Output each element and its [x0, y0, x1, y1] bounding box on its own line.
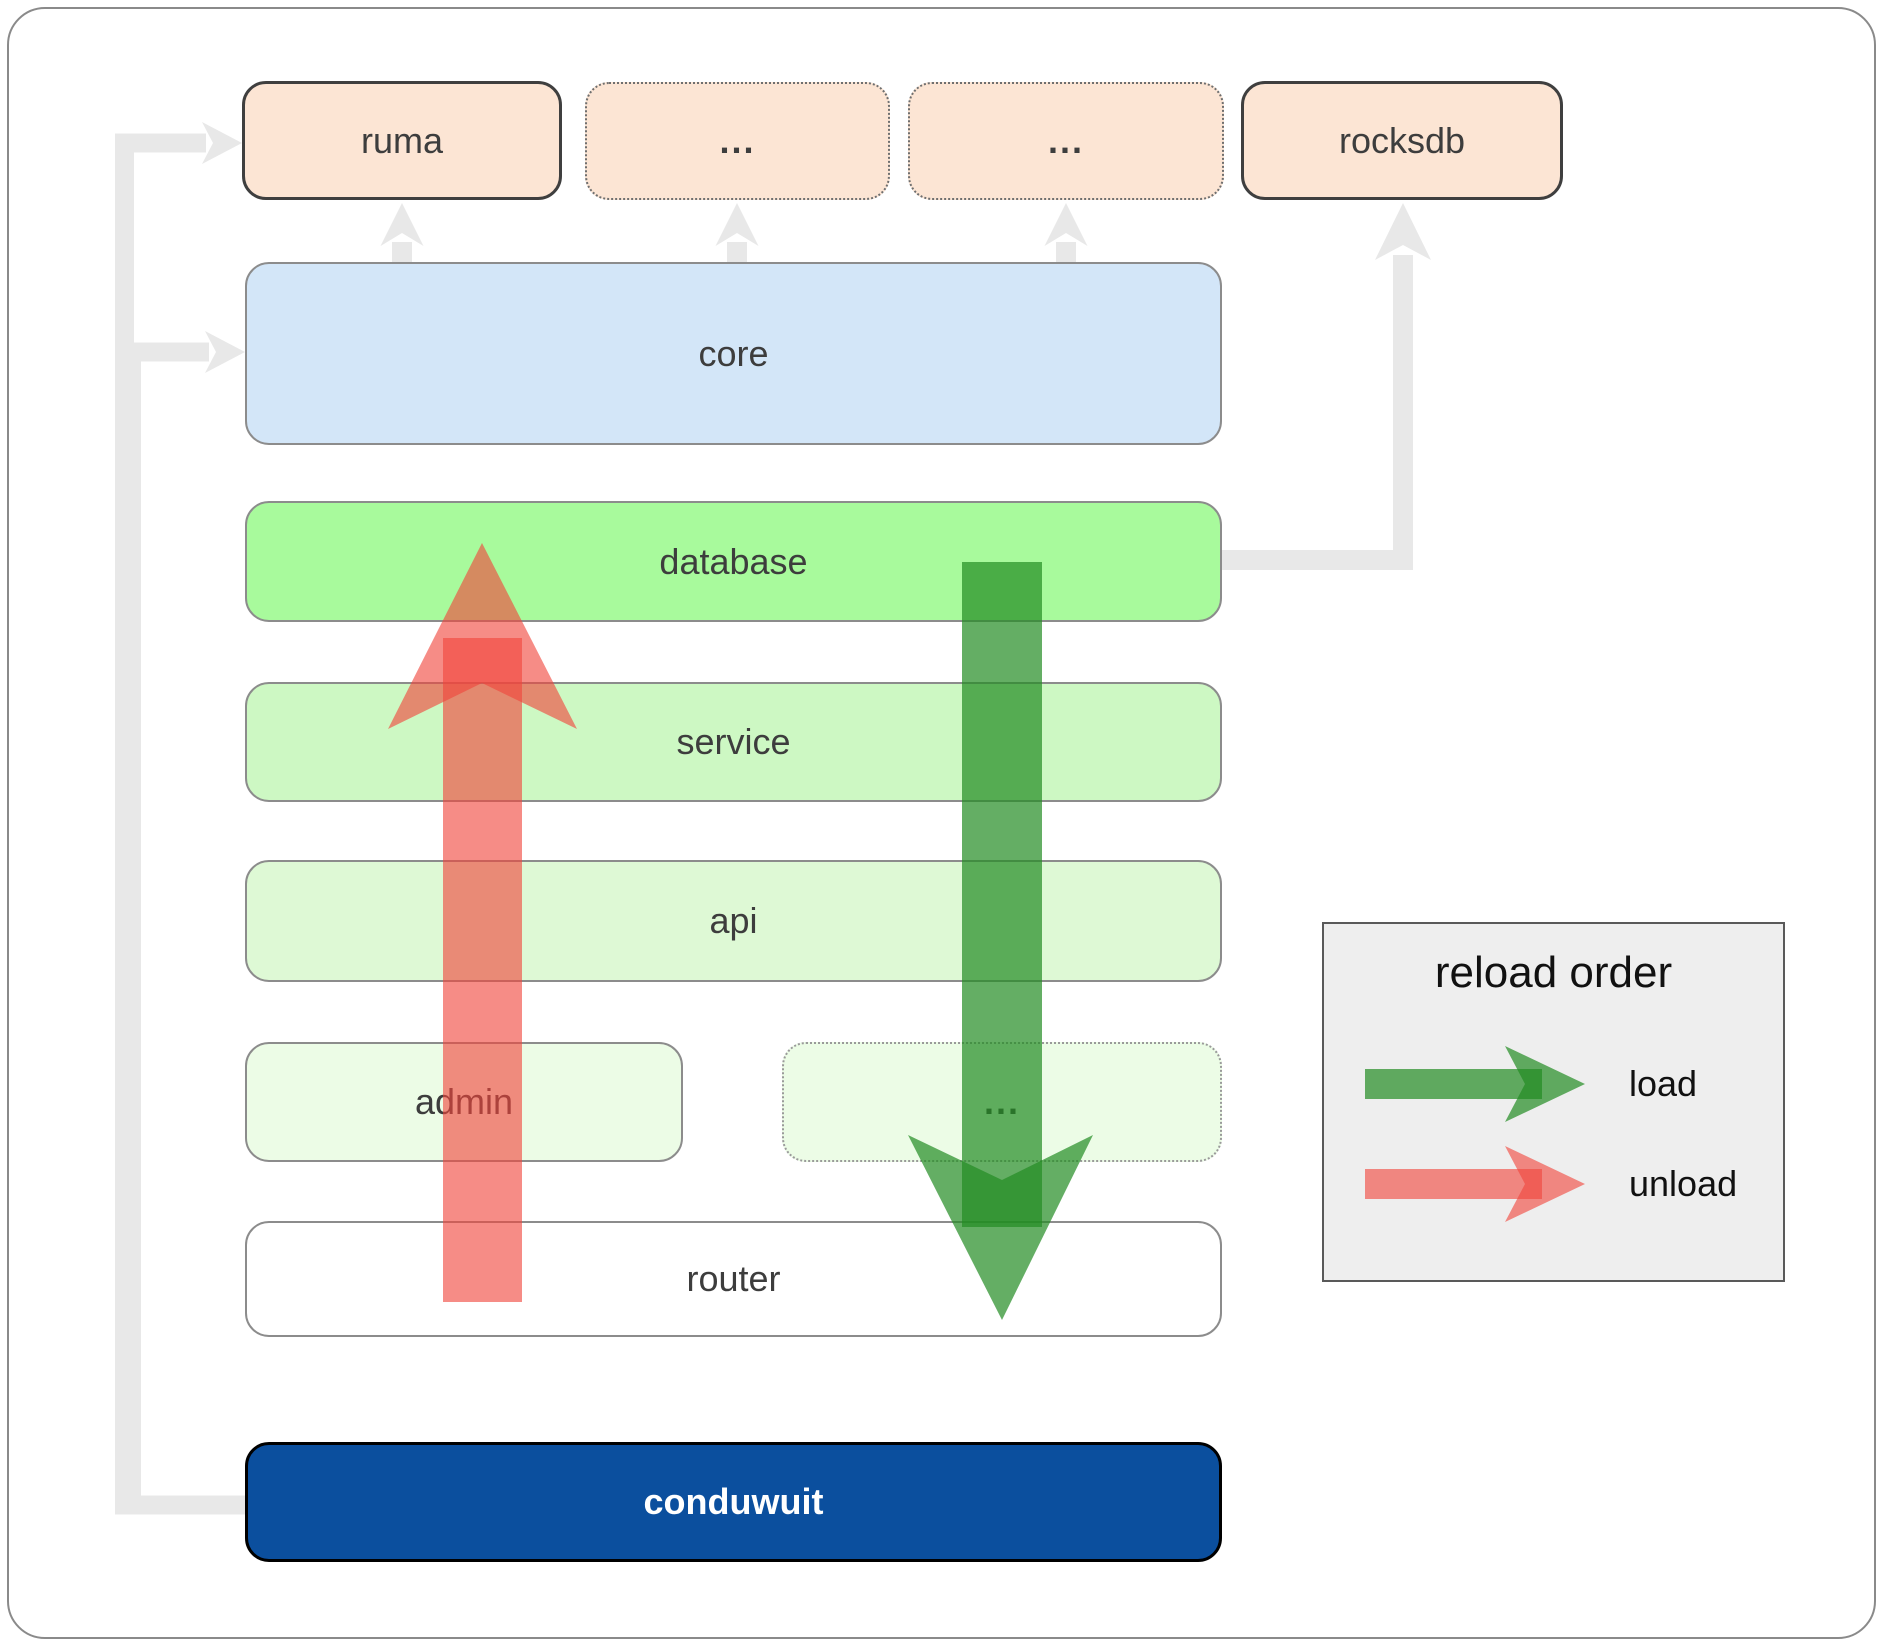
node-conduwuit: conduwuit — [245, 1442, 1222, 1562]
node-database-label: database — [659, 540, 808, 582]
database-to-rocksdb-arrowhead-icon — [1375, 203, 1431, 260]
core-to-ruma-arrowhead-icon — [380, 203, 424, 246]
node-service-label: service — [676, 721, 791, 762]
node-rocksdb: rocksdb — [1241, 81, 1563, 200]
node-core: core — [245, 262, 1222, 445]
conduwuit-to-core-arrowhead-icon — [205, 331, 245, 373]
database-to-rocksdb-connector — [1222, 255, 1413, 570]
legend-title: reload order — [1434, 948, 1673, 997]
node-deps-more-2: ... — [908, 82, 1224, 200]
legend-load-label: load — [1629, 1063, 1698, 1104]
core-to-deps1-arrowhead-icon — [715, 203, 759, 246]
node-conduwuit-label: conduwuit — [643, 1481, 824, 1522]
legend: reload order load unload — [1322, 922, 1785, 1282]
unload-arrow-icon — [388, 543, 577, 1302]
node-deps-more-2-label: ... — [1047, 120, 1084, 161]
conduwuit-to-ruma-arrowhead-icon — [202, 122, 242, 164]
node-deps-more-1: ... — [585, 82, 890, 200]
node-database: database — [245, 501, 1222, 622]
legend-arrows — [1365, 1046, 1585, 1222]
load-arrow-icon — [908, 562, 1093, 1320]
node-ruma-label: ruma — [360, 119, 444, 161]
node-rocksdb-label: rocksdb — [1338, 119, 1466, 161]
node-router: router — [245, 1221, 1222, 1337]
legend-load-arrow-icon — [1365, 1046, 1585, 1122]
node-ruma: ruma — [242, 81, 562, 200]
legend-unload-label: unload — [1629, 1163, 1738, 1204]
core-to-deps2-arrowhead-icon — [1044, 203, 1088, 246]
node-deps-more-1-label: ... — [719, 120, 756, 161]
legend-unload-arrow-icon — [1365, 1146, 1585, 1222]
node-api: api — [245, 860, 1222, 982]
node-api-label: api — [709, 900, 758, 941]
node-router-label: router — [686, 1258, 781, 1299]
conduwuit-to-core-connector — [122, 342, 209, 1505]
node-core-label: core — [698, 332, 769, 374]
